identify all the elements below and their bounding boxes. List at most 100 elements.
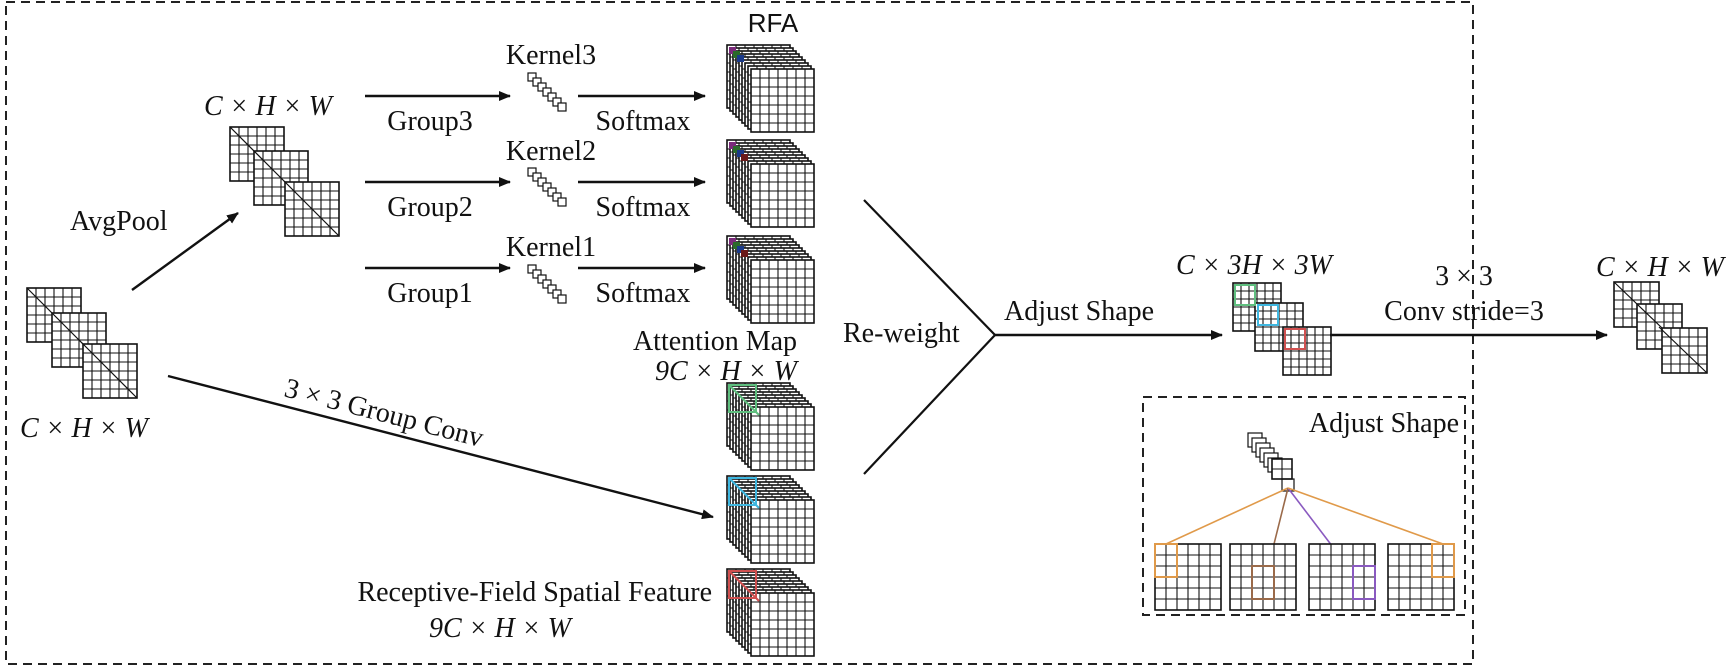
output-tensor bbox=[1613, 281, 1708, 374]
rf-feature-cyan bbox=[726, 475, 815, 564]
kernel1-label: Kernel1 bbox=[506, 232, 596, 263]
inset-output-grids bbox=[1154, 543, 1455, 611]
grid-face bbox=[750, 259, 815, 324]
exp-window-green bbox=[1234, 284, 1256, 306]
attention-map-shape: 9C × H × W bbox=[655, 356, 800, 387]
edge bbox=[1658, 326, 1708, 374]
kernel1-icon bbox=[527, 264, 567, 304]
input-shape-label: C × H × W bbox=[20, 413, 151, 444]
adjust-shape-label: Adjust Shape bbox=[1004, 296, 1154, 327]
kernel-cell bbox=[547, 284, 557, 294]
attention-cell bbox=[729, 142, 736, 149]
expanded-tensor bbox=[1232, 282, 1332, 376]
rf-feature-red bbox=[726, 568, 815, 657]
rf-window-diag bbox=[728, 384, 760, 416]
kernel-cell bbox=[532, 77, 542, 87]
attention-map-2 bbox=[726, 139, 815, 228]
rf-feature-shape: 9C × H × W bbox=[429, 613, 574, 644]
kernel-cell bbox=[552, 192, 562, 202]
kernel-cell bbox=[532, 172, 542, 182]
kernel3-label: Kernel3 bbox=[506, 40, 596, 71]
rf-window bbox=[728, 477, 757, 506]
mapping-line bbox=[1287, 487, 1444, 545]
attention-cell bbox=[741, 154, 748, 161]
rf-feature-label: Receptive-Field Spatial Feature bbox=[357, 577, 712, 608]
kernel-cell bbox=[542, 279, 552, 289]
kernel-cell bbox=[532, 269, 542, 279]
kernel2-label: Kernel2 bbox=[506, 136, 596, 167]
attention-map-3 bbox=[726, 44, 815, 133]
kernel-cell bbox=[557, 102, 567, 112]
highlight-window bbox=[1352, 565, 1376, 600]
conv-size-label: 3 × 3 bbox=[1435, 261, 1493, 292]
grid-lines bbox=[1637, 304, 1682, 349]
grid-lines bbox=[1272, 459, 1292, 479]
rf-window bbox=[728, 384, 757, 413]
edge bbox=[283, 180, 340, 237]
attention-cell bbox=[737, 55, 744, 62]
mapping-line bbox=[1165, 487, 1289, 545]
attention-cell bbox=[729, 238, 736, 245]
avgpool-arrow bbox=[131, 212, 239, 291]
conv-stride-label: Conv stride=3 bbox=[1384, 296, 1544, 327]
grid-lines bbox=[1283, 327, 1331, 375]
kernel-cell bbox=[542, 87, 552, 97]
inset-title: Adjust Shape bbox=[1309, 408, 1459, 439]
kernel3-icon bbox=[527, 72, 567, 112]
attention-cell bbox=[733, 146, 740, 153]
grid-lines bbox=[1662, 328, 1707, 373]
grid-face bbox=[750, 68, 815, 133]
grid-face bbox=[750, 499, 815, 564]
edge bbox=[26, 287, 84, 345]
highlight-window bbox=[1154, 543, 1178, 578]
rf-feature-green bbox=[726, 382, 815, 471]
kernel-cell bbox=[537, 177, 547, 187]
edge bbox=[80, 341, 138, 399]
attention-cell bbox=[741, 250, 748, 257]
highlight-window bbox=[1431, 543, 1455, 578]
reweight-label: Re-weight bbox=[843, 318, 960, 349]
highlight-window bbox=[1251, 565, 1275, 600]
input-tensor bbox=[26, 287, 138, 399]
grid-face bbox=[750, 406, 815, 471]
kernel-cell bbox=[527, 167, 537, 177]
attention-cell bbox=[733, 51, 740, 58]
group1-label: Group1 bbox=[387, 278, 473, 309]
kernel-cell bbox=[527, 72, 537, 82]
grid-face bbox=[750, 163, 815, 228]
rf-window-diag bbox=[728, 477, 760, 509]
softmax2-label: Softmax bbox=[596, 192, 691, 223]
grid-lines bbox=[751, 593, 814, 656]
kernel-cell bbox=[547, 187, 557, 197]
attention-cell bbox=[733, 242, 740, 249]
attention-map-1 bbox=[726, 235, 815, 324]
grid-lines bbox=[751, 260, 814, 323]
inset-channel-stack bbox=[1247, 432, 1295, 492]
kernel2-icon bbox=[527, 167, 567, 207]
grid-lines bbox=[751, 407, 814, 470]
rf-window-diag bbox=[728, 570, 760, 602]
attention-map-label: Attention Map bbox=[633, 326, 797, 357]
grid-lines bbox=[751, 500, 814, 563]
edge bbox=[229, 126, 286, 183]
kernel-cell bbox=[527, 264, 537, 274]
kernel-cell bbox=[557, 294, 567, 304]
kernel-cell bbox=[537, 82, 547, 92]
exp-window-red bbox=[1284, 328, 1306, 350]
grid-lines bbox=[751, 69, 814, 132]
kernel-cell bbox=[537, 274, 547, 284]
module-title: RFA bbox=[748, 8, 799, 38]
attention-cell bbox=[737, 150, 744, 157]
kernel-cell bbox=[542, 182, 552, 192]
grid-face bbox=[750, 592, 815, 657]
softmax1-label: Softmax bbox=[596, 278, 691, 309]
output-shape-label: C × H × W bbox=[1596, 252, 1727, 283]
kernel-cell bbox=[552, 97, 562, 107]
expanded-shape-label: C × 3H × 3W bbox=[1176, 250, 1335, 281]
pooled-tensor bbox=[229, 126, 340, 237]
kernel-cell bbox=[557, 197, 567, 207]
grid-lines bbox=[751, 164, 814, 227]
edge bbox=[1613, 281, 1663, 329]
exp-window-cyan bbox=[1257, 304, 1279, 326]
kernel-cell bbox=[552, 289, 562, 299]
